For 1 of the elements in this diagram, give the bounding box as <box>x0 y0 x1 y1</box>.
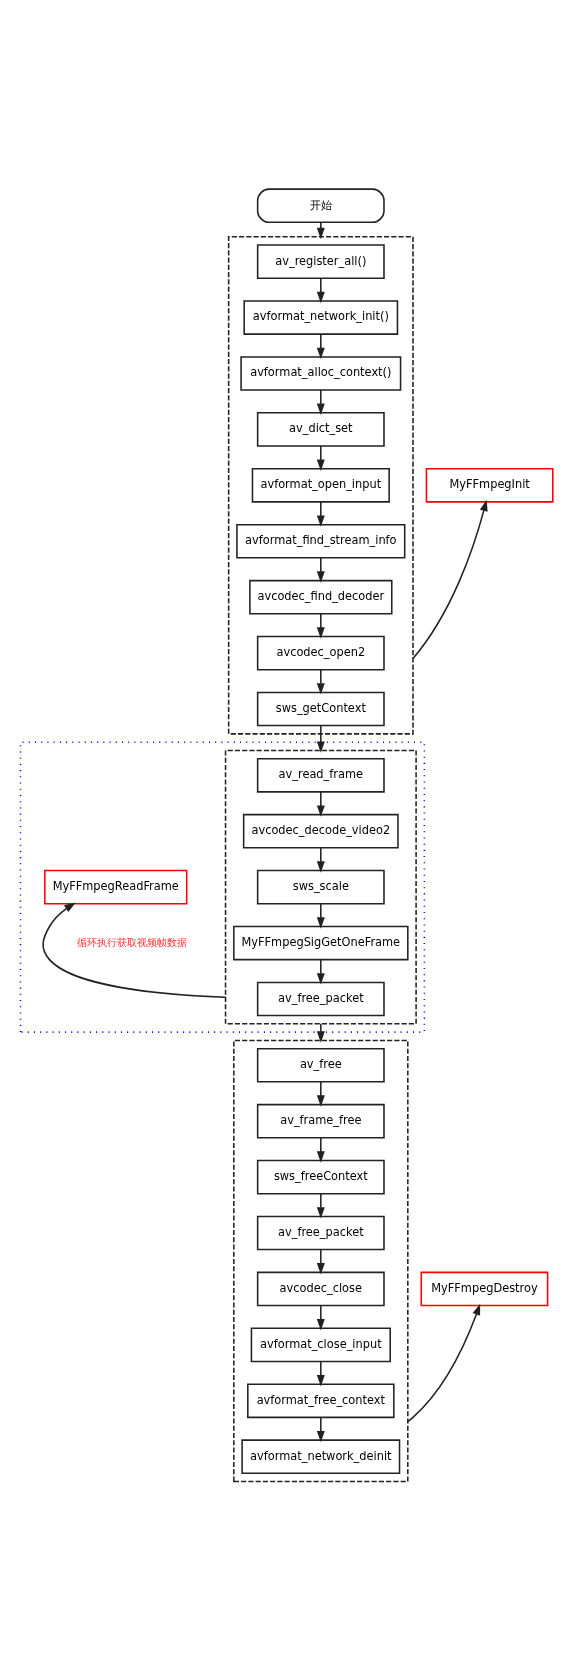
label: 循环执行获取视频帧数据 <box>77 935 188 948</box>
